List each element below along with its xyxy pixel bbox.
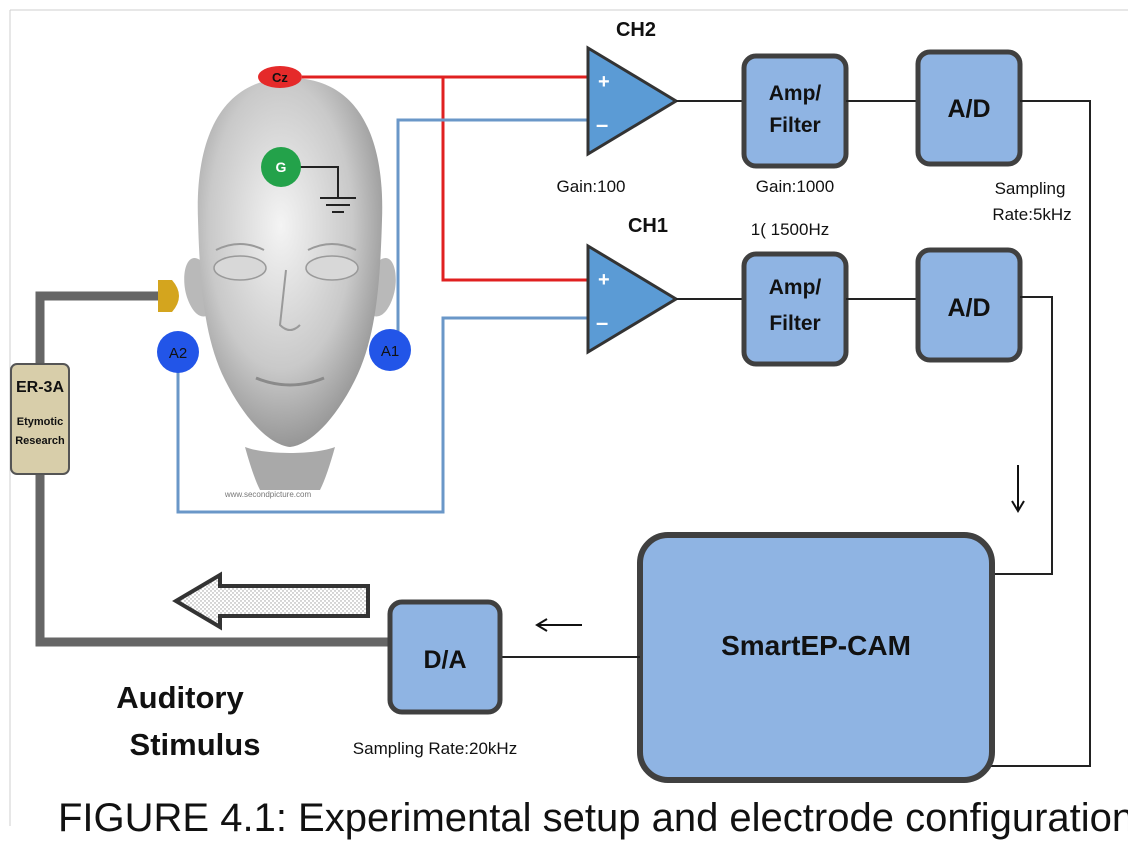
reference-wires xyxy=(176,118,590,514)
right-eye xyxy=(305,255,359,281)
left-eye xyxy=(213,255,267,281)
amp-gain-label: Gain:1000 xyxy=(756,177,834,196)
ch1-amp-label-2: Filter xyxy=(769,312,820,335)
electrode-a1-label: A1 xyxy=(381,343,399,360)
dac-label: D/A xyxy=(423,646,466,674)
ch1-minus-sign: – xyxy=(596,310,608,335)
neck xyxy=(245,447,335,490)
preamp-gain-label: Gain:100 xyxy=(557,177,626,196)
ch2-label: CH2 xyxy=(616,19,656,41)
left-arrow xyxy=(535,618,582,632)
dac-box: D/A xyxy=(387,599,503,715)
transducer-maker-1: Etymotic xyxy=(17,416,63,428)
ch2-minus-sign: – xyxy=(596,112,608,137)
electrode-cz-label: Cz xyxy=(272,70,288,85)
mouth xyxy=(255,376,325,387)
ch2-amp-label-2: Filter xyxy=(769,114,820,137)
filter-band-label: 1( 1500Hz xyxy=(751,220,829,239)
dac-rate-label: Sampling Rate:20kHz xyxy=(353,739,517,758)
head-illustration: www.secondpicture.com xyxy=(184,78,396,499)
ch1-amp-filter-box: Amp/ Filter xyxy=(741,251,849,367)
smartep-cam-box: SmartEP-CAM xyxy=(637,532,995,783)
watermark: www.secondpicture.com xyxy=(224,490,312,499)
ch2-amp-label-1: Amp/ xyxy=(769,82,822,105)
ch2-amp-filter-box: Amp/ Filter xyxy=(741,53,849,169)
ch2-adc-label: A/D xyxy=(947,95,990,123)
electrode-a2: A2 xyxy=(157,331,199,373)
ch1-adc-label: A/D xyxy=(947,294,990,322)
processor-label: SmartEP-CAM xyxy=(721,630,911,661)
ch2-preamp-triangle: + – xyxy=(586,45,679,157)
ch1-adc-box: A/D xyxy=(915,247,1023,363)
electrode-g: G xyxy=(261,147,301,187)
transducer-maker-2: Research xyxy=(15,435,65,447)
figure-caption: FIGURE 4.1: Experimental setup and elect… xyxy=(58,796,1128,840)
face xyxy=(197,78,383,447)
stimulus-label-1: Auditory xyxy=(116,680,244,715)
nose xyxy=(278,269,301,331)
transducer-er3a: ER-3A Etymotic Research xyxy=(10,363,70,475)
electrode-cz: Cz xyxy=(258,66,302,88)
ch2-plus-sign: + xyxy=(598,71,610,93)
ch1-label: CH1 xyxy=(628,215,668,237)
adc-rate-label-2: Rate:5kHz xyxy=(992,205,1071,224)
ch1-plus-sign: + xyxy=(598,269,610,291)
ch2-adc-box: A/D xyxy=(915,49,1023,167)
transducer-model: ER-3A xyxy=(16,379,64,396)
electrode-a1: A1 xyxy=(369,329,411,371)
ground-symbol xyxy=(298,166,356,213)
down-arrow xyxy=(1011,465,1025,513)
cz-wires xyxy=(302,75,590,282)
stimulus-arrow-icon xyxy=(172,571,370,631)
adc-rate-label-1: Sampling xyxy=(995,179,1066,198)
ch1-preamp-triangle: + – xyxy=(586,243,679,355)
ear-insert-icon xyxy=(158,280,179,312)
electrode-g-label: G xyxy=(276,159,287,175)
ch1-amp-label-1: Amp/ xyxy=(769,276,822,299)
stimulus-label-2: Stimulus xyxy=(130,727,261,762)
electrode-a2-label: A2 xyxy=(169,345,187,362)
